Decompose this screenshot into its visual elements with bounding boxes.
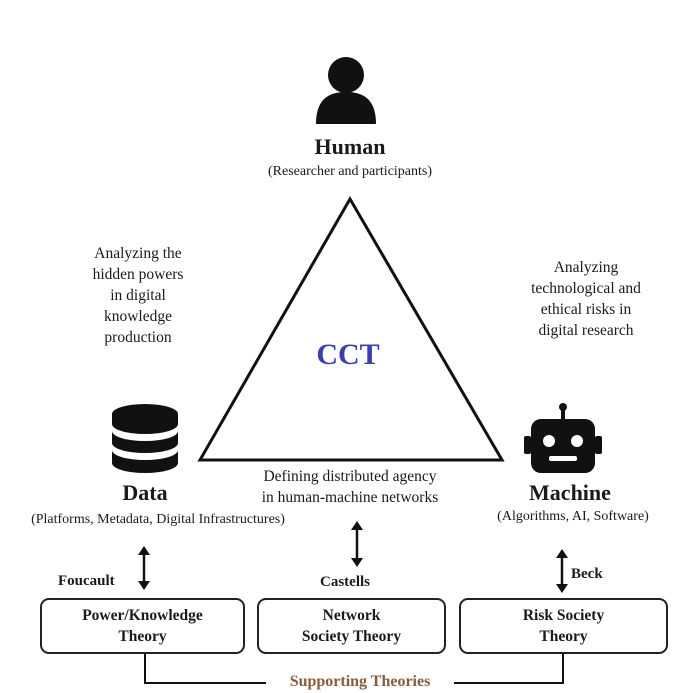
- theory-line: Theory: [118, 628, 167, 645]
- note-left: Analyzing the hidden powers in digital k…: [58, 243, 218, 348]
- theory-line: Risk Society: [522, 607, 605, 624]
- cct-triangle: [197, 196, 505, 462]
- note-bottom-line: Defining distributed agency: [263, 468, 437, 485]
- note-left-line: production: [104, 329, 172, 346]
- robot-icon: [524, 403, 602, 473]
- machine-subtitle: (Algorithms, AI, Software): [497, 509, 649, 524]
- theory-box-power-knowledge: Power/Knowledge Theory: [40, 598, 245, 654]
- note-right-line: digital research: [538, 322, 634, 339]
- human-title: Human: [314, 134, 386, 159]
- human-subtitle: (Researcher and participants): [267, 164, 433, 179]
- note-left-line: Analyzing the: [94, 245, 182, 262]
- theorist-castells: Castells: [320, 574, 370, 590]
- theorist-beck: Beck: [571, 566, 603, 582]
- machine-title: Machine: [529, 480, 611, 505]
- theory-line: Power/Knowledge: [82, 607, 203, 624]
- note-bottom: Defining distributed agency in human-mac…: [220, 466, 480, 508]
- database-icon: [112, 404, 178, 473]
- theory-box-risk-society: Risk Society Theory: [459, 598, 668, 654]
- theory-line: Network: [322, 607, 381, 624]
- arrow-right: [556, 549, 568, 593]
- cct-label: CCT: [316, 338, 380, 371]
- person-icon: [316, 57, 376, 124]
- theory-line: Theory: [539, 628, 588, 645]
- note-bottom-line: in human-machine networks: [261, 489, 439, 506]
- note-left-line: knowledge: [103, 308, 172, 325]
- data-title: Data: [122, 480, 168, 505]
- theorist-foucault: Foucault: [58, 573, 115, 589]
- note-right-line: Analyzing: [553, 259, 619, 276]
- arrow-left: [138, 546, 150, 590]
- note-right: Analyzing technological and ethical risk…: [506, 257, 666, 341]
- note-left-line: hidden powers: [92, 266, 184, 283]
- supporting-bracket: [144, 652, 564, 684]
- data-subtitle: (Platforms, Metadata, Digital Infrastruc…: [31, 512, 285, 527]
- note-left-line: in digital: [110, 287, 166, 304]
- theory-line: Society Theory: [301, 628, 402, 645]
- note-right-line: technological and: [531, 280, 641, 297]
- note-right-line: ethical risks in: [540, 301, 632, 318]
- arrow-middle: [351, 521, 363, 567]
- theory-box-network-society: Network Society Theory: [257, 598, 446, 654]
- supporting-theories-label: Supporting Theories: [289, 673, 431, 690]
